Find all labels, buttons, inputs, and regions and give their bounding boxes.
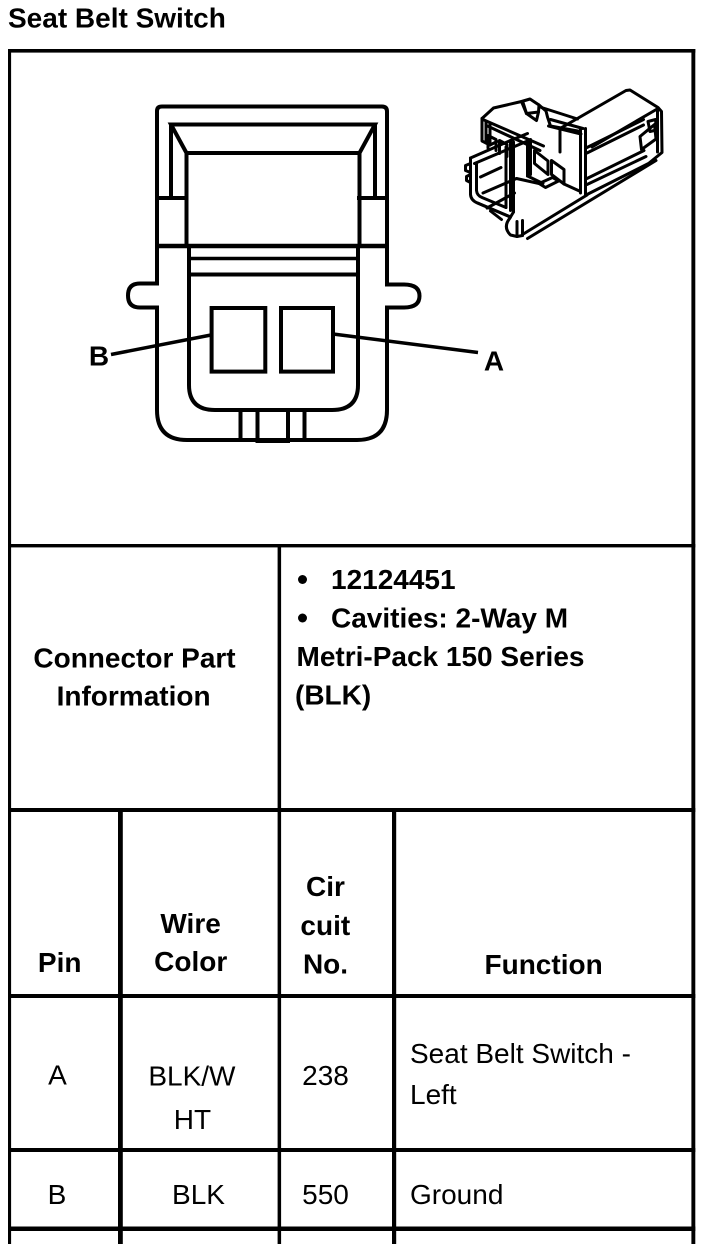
svg-text:A: A bbox=[48, 1059, 67, 1090]
svg-text:12124451: 12124451 bbox=[331, 564, 456, 595]
svg-text:(BLK): (BLK) bbox=[295, 680, 371, 711]
svg-text:Wire: Wire bbox=[160, 908, 220, 939]
svg-text:Information: Information bbox=[57, 681, 211, 712]
svg-text:HT: HT bbox=[174, 1104, 211, 1135]
svg-text:238: 238 bbox=[302, 1060, 349, 1091]
svg-text:Cavities: 2-Way M: Cavities: 2-Way M bbox=[331, 602, 568, 633]
svg-text:No.: No. bbox=[303, 949, 348, 980]
svg-text:cuit: cuit bbox=[300, 910, 350, 941]
svg-text:Metri-Pack 150 Series: Metri-Pack 150 Series bbox=[297, 641, 585, 672]
svg-text:Connector Part: Connector Part bbox=[33, 642, 235, 673]
svg-text:Function: Function bbox=[484, 949, 602, 980]
svg-text:550: 550 bbox=[302, 1179, 349, 1210]
svg-text:Left: Left bbox=[410, 1079, 457, 1110]
svg-text:Seat Belt Switch -: Seat Belt Switch - bbox=[410, 1038, 631, 1069]
svg-text:A: A bbox=[484, 346, 504, 377]
svg-text:Color: Color bbox=[154, 946, 227, 977]
svg-text:Seat Belt Switch: Seat Belt Switch bbox=[8, 3, 226, 34]
svg-text:Pin: Pin bbox=[38, 947, 82, 978]
svg-text:B: B bbox=[89, 341, 109, 372]
svg-text:Ground: Ground bbox=[410, 1179, 503, 1210]
svg-text:Cir: Cir bbox=[306, 871, 345, 902]
svg-text:BLK: BLK bbox=[172, 1179, 225, 1210]
svg-text:B: B bbox=[48, 1179, 67, 1210]
svg-text:BLK/W: BLK/W bbox=[148, 1061, 236, 1092]
